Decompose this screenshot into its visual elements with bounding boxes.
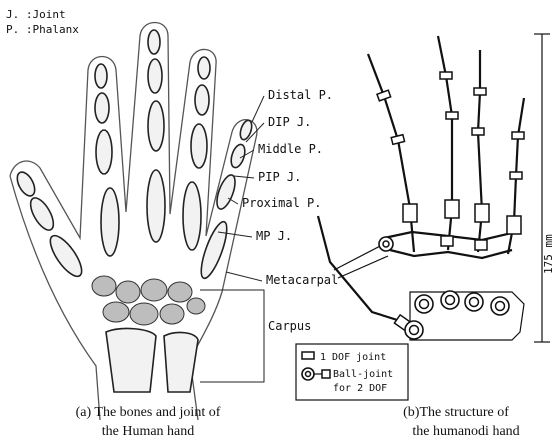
legend-ball-icon-inner: [306, 372, 311, 377]
label-pip-joint: PIP J.: [258, 170, 301, 184]
legend-ball-text-1: Ball-joint: [333, 369, 393, 380]
legend-phalanx: P. :Phalanx: [6, 23, 79, 36]
carpal-5: [103, 302, 129, 322]
forearm-bones: [106, 329, 198, 392]
label-carpus: Carpus: [268, 319, 311, 333]
ring-distal: [198, 57, 210, 79]
base-ball-3-inner: [470, 298, 479, 307]
cross-block-3: [475, 240, 487, 250]
j1-f3-c: [475, 204, 489, 222]
j1-f1-c: [403, 204, 417, 222]
thumb-distal: [14, 169, 39, 199]
middle-metacarpal: [147, 170, 165, 242]
cross-ball-1-inner: [383, 241, 389, 247]
cross-block-2: [441, 236, 453, 246]
caption-a-line2: the Human hand: [102, 424, 195, 439]
j1-f4-c: [507, 216, 521, 234]
ring-proximal: [191, 124, 207, 168]
thumb-proximal: [26, 194, 58, 233]
radius-bone: [106, 329, 156, 392]
caption-a-line1: (a) The bones and joint of: [76, 405, 221, 420]
dimension-marker: 175 mm: [534, 34, 555, 342]
middle-distal: [148, 30, 160, 54]
carpal-4: [168, 282, 192, 302]
thumb-tendon-2: [338, 256, 388, 278]
label-proximal-phalanx: Proximal P.: [242, 196, 321, 210]
thumb-ball-inner: [410, 326, 419, 335]
index-metacarpal: [101, 188, 119, 256]
carpal-3: [141, 279, 167, 301]
captions: (a) The bones and joint of the Human han…: [76, 405, 520, 439]
base-ball-1-inner: [420, 300, 429, 309]
bone-labels: Distal P. DIP J. Middle P. PIP J. Proxim…: [242, 88, 338, 333]
j1-f2-c: [445, 200, 459, 218]
j1-f3-b: [472, 128, 484, 135]
legend-joint: J. :Joint: [6, 8, 66, 21]
robot-hand-diagram: 175 mm 1 DOF joint Ball-joint for 2 DOF: [296, 34, 555, 400]
middle-proximal: [148, 101, 164, 151]
robot-cross-bars: [334, 232, 516, 278]
index-finger-bones: [95, 64, 119, 256]
legend-1dof-icon: [302, 352, 314, 359]
thumb-tendon-1: [334, 244, 384, 270]
label-middle-phalanx: Middle P.: [258, 142, 323, 156]
carpal-6: [130, 303, 158, 325]
legend-ball-icon-block: [322, 370, 330, 378]
carpal-2: [116, 281, 140, 303]
j1-f2-a: [440, 72, 452, 79]
leader-carpus: [200, 290, 264, 382]
little-distal: [238, 119, 254, 141]
base-ball-2-inner: [446, 296, 455, 305]
robot-finger-links: [318, 36, 524, 324]
legend-1dof-text: 1 DOF joint: [320, 352, 386, 363]
index-middle: [95, 93, 109, 123]
label-distal-phalanx: Distal P.: [268, 88, 333, 102]
label-metacarpal: Metacarpal: [266, 273, 338, 287]
little-middle: [229, 143, 248, 170]
robot-thumb: [318, 216, 410, 324]
label-mp-joint: MP J.: [256, 229, 292, 243]
index-distal: [95, 64, 107, 88]
thumb-metacarpal: [45, 231, 87, 281]
legend-ball-text-2: for 2 DOF: [333, 383, 387, 394]
j1-f1-a: [377, 90, 391, 101]
dimension-label: 175 mm: [542, 234, 555, 274]
ring-middle: [195, 85, 209, 115]
ring-metacarpal: [183, 182, 201, 250]
carpal-bones: [92, 276, 205, 325]
human-hand-illustration: [10, 23, 257, 421]
label-dip-joint: DIP J.: [268, 115, 311, 129]
leader-metacarpal: [226, 272, 262, 281]
leader-distal: [252, 96, 264, 122]
robot-base-ball-joints: [405, 291, 509, 339]
j1-f1-b: [391, 135, 404, 145]
leader-pip: [234, 176, 254, 178]
cross-bar-lower: [390, 250, 512, 258]
j1-f4-a: [512, 132, 524, 139]
carpal-1: [92, 276, 116, 296]
caption-b-line1: (b)The structure of: [403, 405, 509, 420]
robot-legend: 1 DOF joint Ball-joint for 2 DOF: [296, 344, 408, 400]
j1-f3-a: [474, 88, 486, 95]
middle-middle: [148, 59, 162, 93]
carpal-7: [160, 304, 184, 324]
j1-f2-b: [446, 112, 458, 119]
base-ball-4-inner: [496, 302, 505, 311]
j1-f4-b: [510, 172, 522, 179]
index-proximal: [96, 130, 112, 174]
middle-finger-bones: [147, 30, 165, 242]
caption-b-line2: the humanodi hand: [412, 424, 519, 439]
carpal-8: [187, 298, 205, 314]
